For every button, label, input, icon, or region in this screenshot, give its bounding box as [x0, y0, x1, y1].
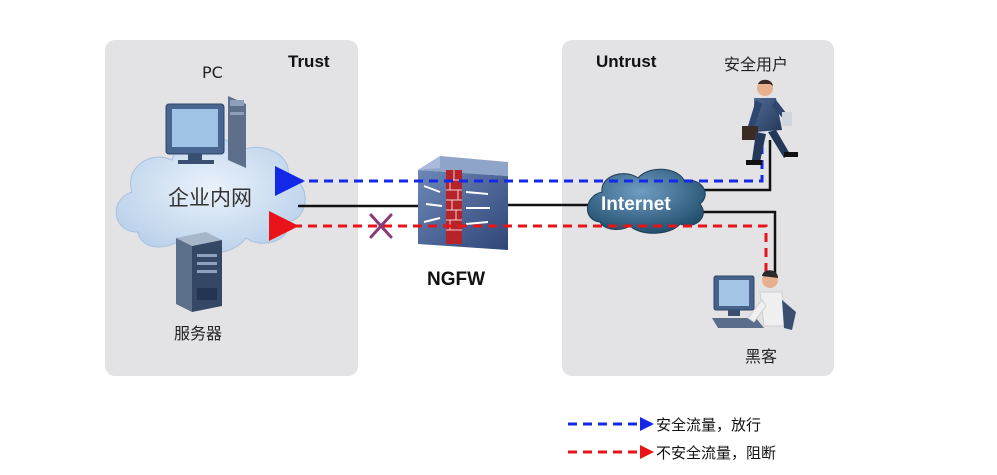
unsafe-flow-line — [269, 211, 768, 272]
ngfw-label: NGFW — [427, 269, 485, 290]
intranet-label: 企业内网 — [168, 186, 252, 210]
person-at-computer-icon — [712, 270, 796, 330]
legend: 安全流量，放行 不安全流量，阻断 — [568, 416, 776, 462]
untrust-zone-label: Untrust — [596, 52, 657, 71]
businessman-walking-icon — [742, 79, 798, 165]
trust-zone-label: Trust — [288, 52, 330, 71]
trunk-hacker — [690, 210, 777, 276]
internet-label: Internet — [601, 194, 671, 215]
server-tower-icon — [176, 232, 222, 312]
server-label: 服务器 — [174, 324, 222, 343]
legend-safe-label: 安全流量，放行 — [656, 416, 761, 434]
safe-user-label: 安全用户 — [724, 55, 788, 74]
legend-unsafe-label: 不安全流量，阻断 — [656, 444, 776, 462]
firewall-brick-icon — [418, 156, 508, 250]
x-mark-icon — [369, 213, 393, 239]
internet-cloud — [587, 168, 706, 234]
desktop-computer-icon — [165, 96, 246, 168]
legend-unsafe-arrow — [640, 445, 654, 459]
safe-flow-line — [275, 145, 764, 196]
pc-label: PC — [202, 63, 223, 82]
trunk-safe-user — [690, 140, 772, 192]
legend-safe-arrow — [640, 417, 654, 431]
hacker-label: 黑客 — [745, 347, 777, 366]
